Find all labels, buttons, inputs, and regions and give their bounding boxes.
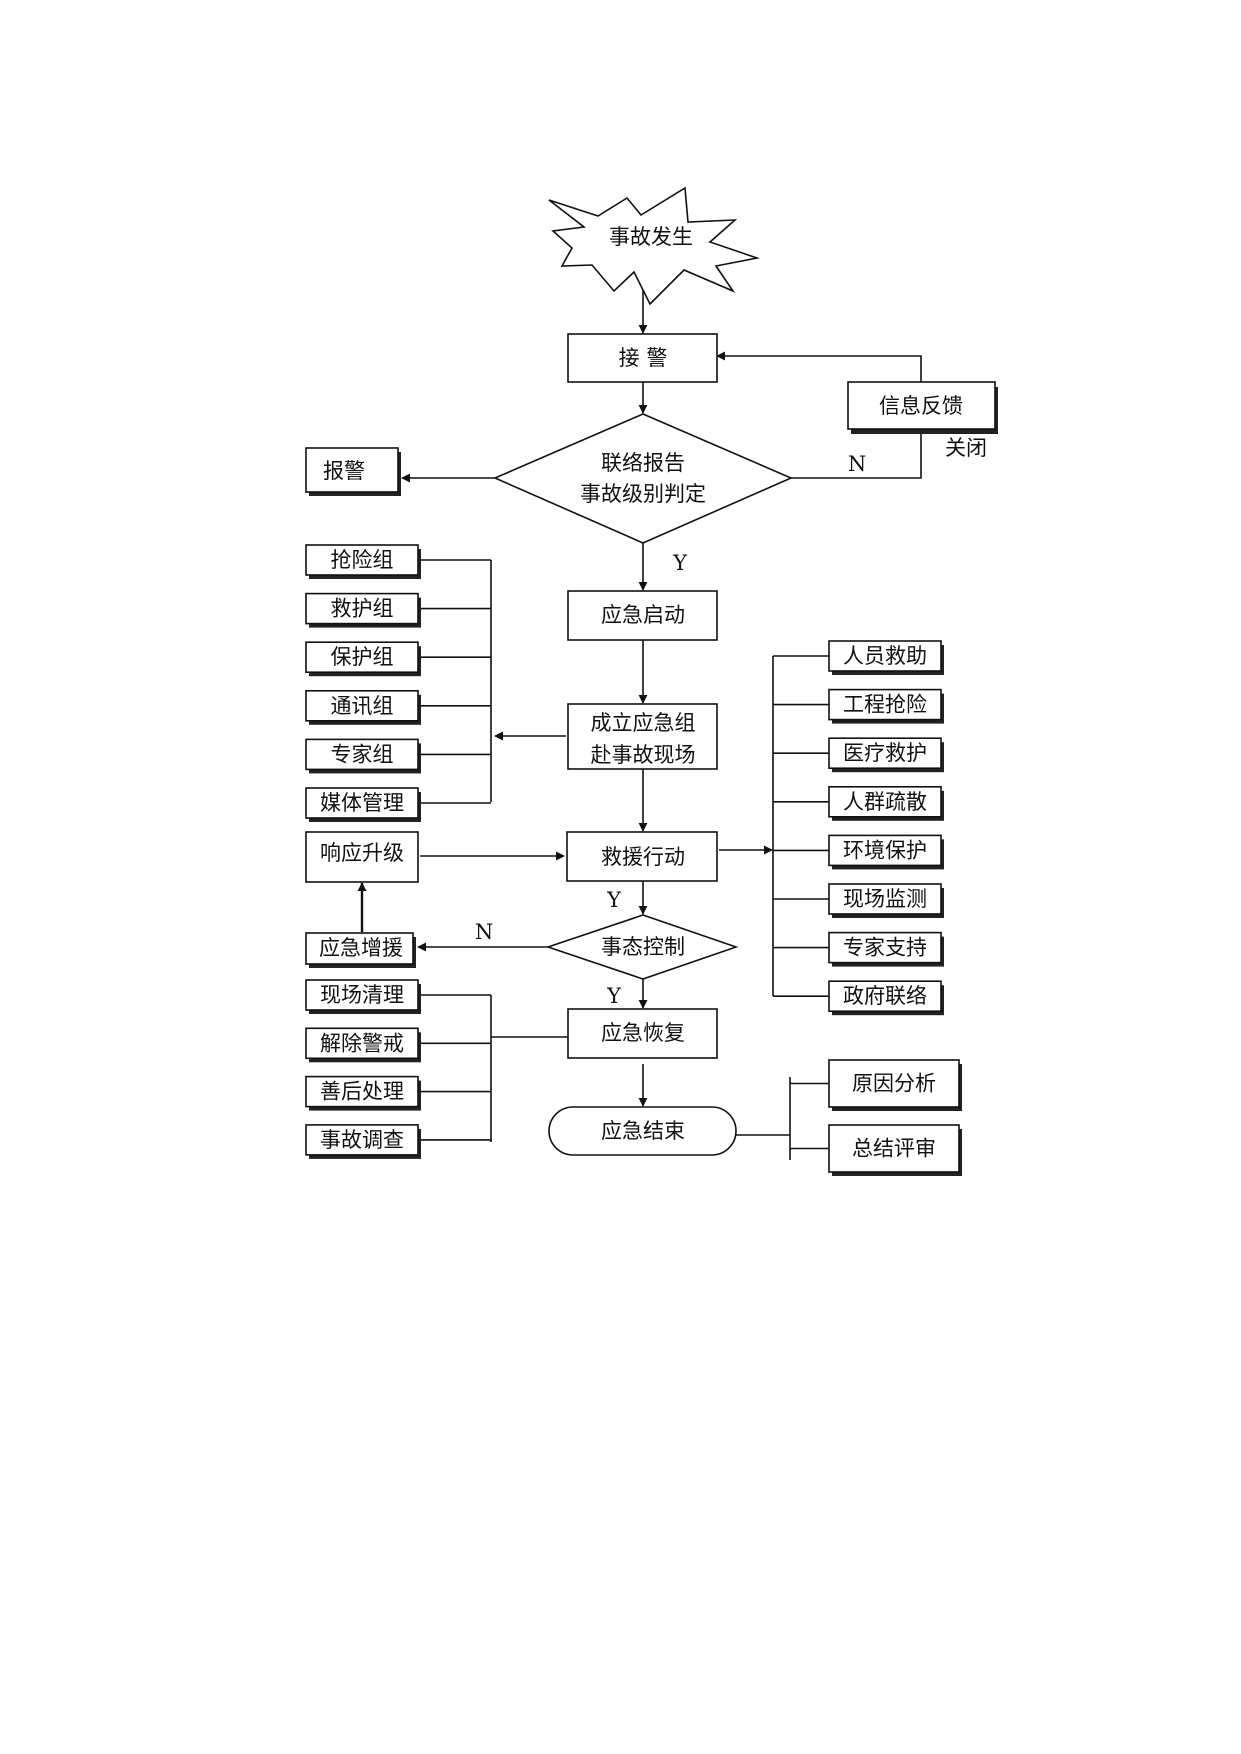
- review-item-label: 总结评审: [852, 1137, 936, 1161]
- action-item-label: 环境保护: [843, 838, 927, 862]
- connectors: [357, 288, 922, 1160]
- recovery-item-label: 事故调查: [320, 1128, 404, 1152]
- recovery-item: 现场清理: [305, 979, 421, 1014]
- judge-label-line1: 联络报告: [601, 451, 685, 475]
- start-node: 事故发生: [548, 186, 761, 306]
- group-connectors: [418, 559, 491, 804]
- judge-node: 联络报告 事故级别判定: [492, 413, 794, 544]
- feedback-label: 信息反馈: [879, 394, 963, 418]
- rescue-node: 救援行动: [566, 831, 718, 882]
- action-item-label: 政府联络: [843, 984, 927, 1008]
- action-item: 工程抢险: [828, 688, 944, 724]
- recovery-node: 应急恢复: [567, 1008, 718, 1059]
- yes-label-judge: Y: [672, 551, 688, 575]
- action-item: 政府联络: [828, 980, 944, 1016]
- recovery-label: 应急恢复: [601, 1021, 685, 1045]
- action-item-label: 专家支持: [843, 936, 927, 960]
- recovery-item-label: 解除警戒: [320, 1031, 404, 1055]
- recovery-item: 善后处理: [305, 1075, 421, 1111]
- review-item: 总结评审: [828, 1124, 962, 1176]
- end-node: 应急结束: [548, 1106, 737, 1156]
- receive-alarm-label: 接 警: [619, 346, 668, 370]
- yes-label-control: Y: [606, 984, 622, 1008]
- group-item-label: 媒体管理: [320, 791, 404, 815]
- group-item-label: 抢险组: [331, 548, 394, 572]
- action-item: 人员救助: [828, 640, 944, 675]
- review-connectors: [790, 1082, 829, 1150]
- group-item-label: 保护组: [331, 645, 394, 669]
- group-item-label: 救护组: [331, 597, 394, 621]
- control-label: 事态控制: [601, 935, 685, 959]
- recovery-connectors: [418, 994, 491, 1141]
- end-label: 应急结束: [601, 1119, 685, 1143]
- escalate-label: 响应升级: [320, 841, 404, 865]
- setup-label-line2: 赴事故现场: [591, 743, 696, 767]
- group-item: 抢险组: [305, 544, 421, 579]
- action-item-label: 工程抢险: [843, 693, 927, 717]
- group-item: 媒体管理: [305, 787, 421, 822]
- review-item-label: 原因分析: [852, 1072, 936, 1096]
- group-item: 通讯组: [305, 689, 421, 725]
- receive-alarm-node: 接 警: [567, 333, 718, 383]
- group-item: 专家组: [305, 738, 421, 774]
- action-item: 人群疏散: [828, 785, 944, 821]
- action-item-label: 人群疏散: [843, 790, 927, 814]
- no-label-judge: N: [848, 452, 866, 476]
- action-item-label: 现场监测: [843, 887, 927, 911]
- reinforce-label: 应急增援: [319, 936, 403, 960]
- activate-node: 应急启动: [567, 590, 718, 641]
- start-node-label: 事故发生: [609, 225, 693, 249]
- alarm-node: 报警: [305, 447, 401, 496]
- recovery-item: 事故调查: [305, 1124, 421, 1159]
- escalate-node: 响应升级: [305, 831, 419, 883]
- setup-node: 成立应急组 赴事故现场: [567, 703, 718, 770]
- alarm-label: 报警: [323, 459, 365, 483]
- reinforce-node: 应急增援: [305, 932, 416, 968]
- feedback-node: 信息反馈: [847, 381, 998, 434]
- activate-label: 应急启动: [601, 603, 685, 627]
- action-item: 医疗救护: [828, 737, 944, 773]
- recovery-item-label: 善后处理: [320, 1080, 404, 1104]
- group-item: 保护组: [305, 641, 421, 677]
- rescue-label: 救援行动: [601, 845, 685, 869]
- close-label: 关闭: [945, 436, 987, 460]
- recovery-item-label: 现场清理: [320, 983, 404, 1007]
- judge-label-line2: 事故级别判定: [580, 482, 706, 506]
- setup-label-line1: 成立应急组: [591, 711, 696, 735]
- action-item: 专家支持: [828, 931, 944, 967]
- action-item: 现场监测: [828, 883, 944, 918]
- recovery-item: 解除警戒: [305, 1027, 421, 1063]
- group-item: 救护组: [305, 592, 421, 628]
- action-item-label: 人员救助: [843, 644, 927, 668]
- control-node: 事态控制: [545, 914, 739, 980]
- yes-label-rescue: Y: [606, 888, 622, 912]
- action-item: 环境保护: [828, 834, 944, 870]
- group-item-label: 专家组: [331, 742, 394, 766]
- action-item-label: 医疗救护: [843, 741, 927, 765]
- no-label-control: N: [475, 920, 493, 944]
- group-item-label: 通讯组: [331, 694, 394, 718]
- review-item: 原因分析: [828, 1059, 962, 1111]
- action-connectors: [773, 655, 829, 998]
